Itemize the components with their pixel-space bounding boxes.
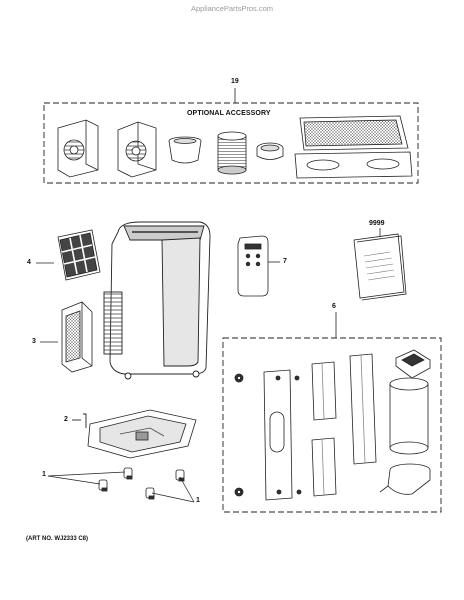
callout-remote: 7 xyxy=(283,258,287,265)
window-kit-dashed-border xyxy=(222,337,442,513)
filter-grid xyxy=(36,229,101,281)
accessory-window-panel xyxy=(294,115,413,179)
callout-casters-left: 1 xyxy=(42,471,46,478)
callout-side-filter: 3 xyxy=(32,338,36,345)
window-panel-short xyxy=(311,361,337,497)
callout-window-kit: 6 xyxy=(332,303,336,310)
window-kit-screws xyxy=(234,373,302,497)
exhaust-hose xyxy=(389,377,429,455)
accessory-dashed-border xyxy=(43,102,419,184)
callout-casters-right: 1 xyxy=(196,497,200,504)
site-watermark: AppliancePartsPros.com xyxy=(190,4,274,13)
accessory-fan-housing-1 xyxy=(57,119,99,178)
window-bracket xyxy=(263,369,293,501)
window-kit-box xyxy=(222,312,442,513)
callout-accessory: 19 xyxy=(231,78,239,85)
unit-adapter xyxy=(379,463,431,495)
callout-manual: 9999 xyxy=(369,220,385,227)
portable-ac-unit xyxy=(103,221,211,380)
callout-drain: 2 xyxy=(64,416,68,423)
drain-plug xyxy=(72,413,87,428)
accessory-exhaust-hose xyxy=(217,131,247,175)
accessory-ring xyxy=(256,142,284,160)
side-grille xyxy=(103,291,123,355)
window-adapter xyxy=(395,349,431,379)
base-assembly xyxy=(87,409,197,459)
window-panel-long xyxy=(349,353,377,465)
accessory-title: OPTIONAL ACCESSORY xyxy=(187,110,271,117)
owners-manual xyxy=(353,228,407,301)
art-number: (ART NO. WJ2333 C8) xyxy=(26,536,89,542)
caster-leader-lines xyxy=(47,471,195,503)
accessory-fan-housing-2 xyxy=(117,121,157,178)
side-filter xyxy=(40,301,93,373)
remote-control xyxy=(237,235,280,297)
callout-filter: 4 xyxy=(27,259,31,266)
optional-accessory-box xyxy=(43,88,419,184)
accessory-adapter xyxy=(168,136,202,164)
